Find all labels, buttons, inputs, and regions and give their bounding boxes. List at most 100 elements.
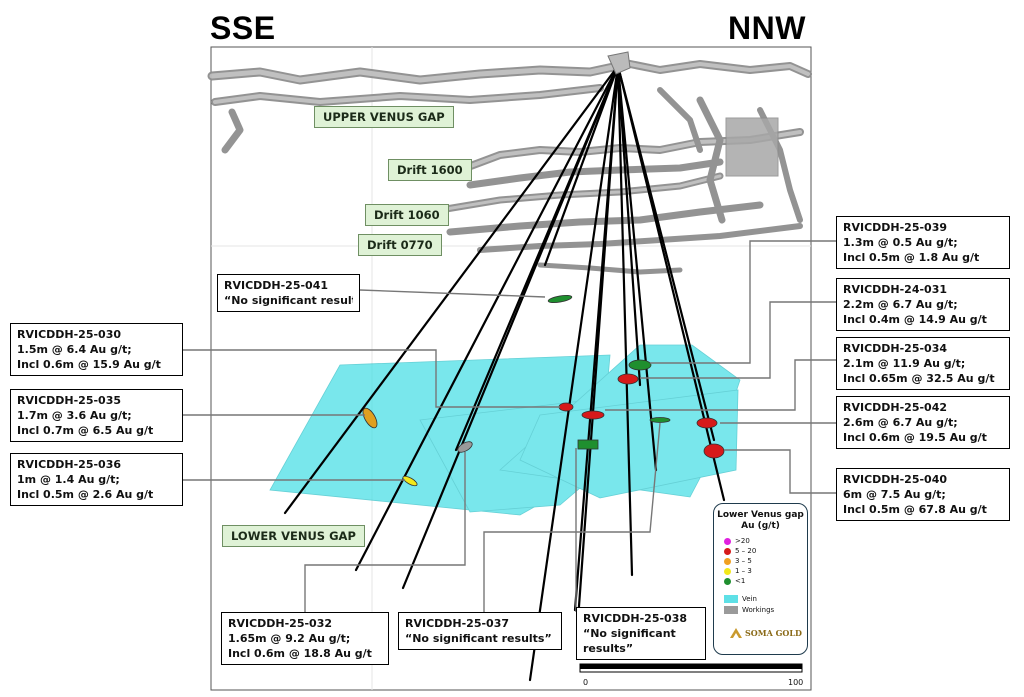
intercept-line: 1m @ 1.4 Au g/t;: [17, 473, 120, 486]
workings-label: Workings: [742, 606, 775, 614]
intercept-line: results”: [583, 642, 634, 655]
scale-end: 100: [788, 678, 804, 687]
vein-label: Vein: [742, 595, 757, 603]
callout-rvicddh-25-035: RVICDDH-25-035 1.7m @ 3.6 Au g/t; Incl 0…: [10, 389, 183, 442]
hole-id: RVICDDH-25-037: [405, 617, 510, 630]
callout-rvicddh-25-041: RVICDDH-25-041 “No significant results”: [217, 274, 360, 312]
callout-rvicddh-25-036: RVICDDH-25-036 1m @ 1.4 Au g/t; Incl 0.5…: [10, 453, 183, 506]
label-drift-0770: Drift 0770: [358, 234, 442, 256]
intercept-line: 1.5m @ 6.4 Au g/t;: [17, 343, 132, 356]
intercept-line: Incl 0.6m @ 19.5 Au g/t: [843, 431, 987, 444]
label-lower-venus-gap: LOWER VENUS GAP: [222, 525, 365, 547]
intercept-037: [649, 417, 671, 423]
intercept-line: Incl 0.6m @ 18.8 Au g/t: [228, 647, 372, 660]
intercept-line: Incl 0.7m @ 6.5 Au g/t: [17, 424, 154, 437]
hole-id: RVICDDH-25-041: [224, 279, 329, 292]
legend-grade-row: 1 – 3: [724, 567, 752, 575]
intercept-line: 1.7m @ 3.6 Au g/t;: [17, 409, 132, 422]
legend-grade-row: 3 – 5: [724, 557, 752, 565]
hole-id: RVICDDH-25-034: [843, 342, 948, 355]
grade-dot: [724, 537, 731, 545]
callout-rvicddh-25-037: RVICDDH-25-037 “No significant results”: [398, 612, 562, 650]
intercept-032: [457, 441, 473, 453]
callout-rvicddh-25-030: RVICDDH-25-030 1.5m @ 6.4 Au g/t; Incl 0…: [10, 323, 183, 376]
scale-bar: [579, 663, 803, 673]
workings-block: [725, 117, 779, 177]
intercept-035: [362, 407, 378, 429]
label-upper-venus-gap: UPPER VENUS GAP: [314, 106, 454, 128]
callout-rvicddh-25-034: RVICDDH-25-034 2.1m @ 11.9 Au g/t; Incl …: [836, 337, 1010, 390]
leader-lines: [183, 240, 836, 620]
hole-id: RVICDDH-25-030: [17, 328, 122, 341]
drill-traces: [283, 64, 726, 682]
vein-planes: [269, 344, 741, 516]
intercept-034: [581, 410, 605, 420]
intercept-line: 6m @ 7.5 Au g/t;: [843, 488, 946, 501]
callout-rvicddh-25-040: RVICDDH-25-040 6m @ 7.5 Au g/t; Incl 0.5…: [836, 468, 1010, 521]
intercept-line: 2.1m @ 11.9 Au g/t;: [843, 357, 966, 370]
legend-title: Lower Venus gap: [717, 510, 804, 520]
drill-collar: [607, 51, 631, 75]
company-name: SOMA GOLD: [745, 628, 802, 638]
intercept-line: 2.2m @ 6.7 Au g/t;: [843, 298, 958, 311]
hole-id: RVICDDH-25-036: [17, 458, 122, 471]
hole-id: RVICDDH-25-040: [843, 473, 948, 486]
intercept-038: [577, 439, 599, 450]
intercept-line: 1.65m @ 9.2 Au g/t;: [228, 632, 351, 645]
legend-grade-row: <1: [724, 577, 745, 585]
hole-id: RVICDDH-25-038: [583, 612, 688, 625]
intercept-line: “No significant: [583, 627, 676, 640]
direction-sse: SSE: [210, 10, 276, 46]
callout-rvicddh-25-038: RVICDDH-25-038 “No significant results”: [576, 607, 706, 660]
intercept-line: Incl 0.5m @ 67.8 Au g/t: [843, 503, 987, 516]
intercept-line: 2.6m @ 6.7 Au g/t;: [843, 416, 958, 429]
intercept-line: 1.3m @ 0.5 Au g/t;: [843, 236, 958, 249]
intercept-040: [703, 443, 725, 459]
grade-dot: [724, 567, 731, 575]
grade-label: 3 – 5: [735, 557, 752, 565]
intercepts: [362, 294, 725, 487]
intercept-line: Incl 0.65m @ 32.5 Au g/t: [843, 372, 995, 385]
intercept-031: [617, 373, 639, 385]
workings-swatch: [724, 606, 738, 614]
intercept-039: [628, 359, 652, 371]
direction-nnw: NNW: [728, 10, 806, 46]
hole-id: RVICDDH-25-042: [843, 401, 948, 414]
intercept-line: “No significant results”: [405, 632, 552, 645]
intercept-line: Incl 0.5m @ 2.6 Au g/t: [17, 488, 154, 501]
callout-rvicddh-25-032: RVICDDH-25-032 1.65m @ 9.2 Au g/t; Incl …: [221, 612, 389, 665]
hole-id: RVICDDH-25-039: [843, 221, 948, 234]
hole-id: RVICDDH-25-032: [228, 617, 333, 630]
intercept-line: “No significant results”: [224, 294, 353, 307]
hole-id: RVICDDH-25-035: [17, 394, 122, 407]
grade-label: 1 – 3: [735, 567, 752, 575]
legend-grade-row: 5 – 20: [724, 547, 756, 555]
callout-rvicddh-25-042: RVICDDH-25-042 2.6m @ 6.7 Au g/t; Incl 0…: [836, 396, 1010, 449]
vein-swatch: [724, 595, 738, 603]
intercept-line: Incl 0.6m @ 15.9 Au g/t: [17, 358, 161, 371]
legend-vein-row: Vein: [724, 595, 757, 603]
label-drift-1600: Drift 1600: [388, 159, 472, 181]
intercept-line: Incl 0.4m @ 14.9 Au g/t: [843, 313, 987, 326]
grade-dot: [724, 557, 731, 565]
company-logo: SOMA GOLD: [730, 628, 802, 638]
callout-rvicddh-24-031: RVICDDH-24-031 2.2m @ 6.7 Au g/t; Incl 0…: [836, 278, 1010, 331]
intercept-036: [402, 475, 418, 487]
grade-label: <1: [735, 577, 746, 585]
hole-id: RVICDDH-24-031: [843, 283, 948, 296]
legend-grade-row: >20: [724, 537, 750, 545]
legend-subtitle: Au (g/t): [741, 521, 780, 531]
grade-dot: [724, 577, 731, 585]
grade-label: 5 – 20: [735, 547, 757, 555]
callout-rvicddh-25-039: RVICDDH-25-039 1.3m @ 0.5 Au g/t; Incl 0…: [836, 216, 1010, 269]
legend: Lower Venus gap Au (g/t) >20 5 – 20 3 – …: [713, 503, 808, 655]
intercept-line: Incl 0.5m @ 1.8 Au g/t: [843, 251, 980, 264]
intercept-030: [558, 402, 574, 412]
intercept-042: [696, 417, 718, 429]
scale-start: 0: [583, 678, 589, 687]
intercept-041: [547, 294, 573, 304]
legend-workings-row: Workings: [724, 606, 774, 614]
grade-label: >20: [735, 537, 750, 545]
label-drift-1060: Drift 1060: [365, 204, 449, 226]
